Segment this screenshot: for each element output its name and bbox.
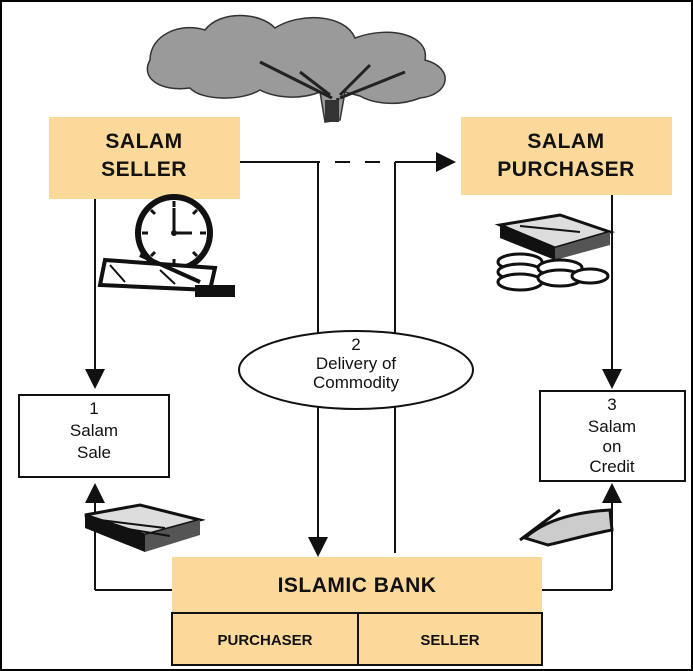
step3-line1: Salam: [588, 417, 636, 436]
step3-number: 3: [607, 395, 616, 414]
step1-line2: Sale: [77, 443, 111, 462]
bank-title: ISLAMIC BANK: [278, 574, 437, 597]
purchaser-line1: SALAM: [527, 130, 604, 153]
hand-writing-icon: [519, 508, 614, 547]
tree-icon: [146, 14, 446, 123]
step2-number: 2: [351, 335, 360, 354]
bank-role-purchaser: PURCHASER: [217, 632, 312, 649]
purchaser-line2: PURCHASER: [497, 158, 635, 181]
cash-bundle-icon: [84, 503, 206, 552]
seller-line2: SELLER: [101, 158, 187, 181]
bank-role-seller: SELLER: [420, 632, 479, 649]
step3-line2: on: [603, 437, 622, 456]
step1-line1: Salam: [70, 421, 118, 440]
islamic-bank-box: ISLAMIC BANK PURCHASER SELLER: [171, 557, 543, 666]
coins-icon: [496, 252, 610, 292]
salam-purchaser-box: SALAM PURCHASER: [461, 117, 672, 195]
step2-line2: Commodity: [313, 373, 399, 392]
step1-number: 1: [89, 399, 98, 418]
cash-stack-icon: [494, 213, 615, 260]
step2-line1: Delivery of: [316, 354, 397, 373]
step2-delivery-ellipse: 2 Delivery of Commodity: [238, 330, 474, 410]
seller-line1: SALAM: [105, 130, 182, 153]
step3-line3: Credit: [589, 457, 635, 476]
step3-salam-credit-box: 3 Salam on Credit: [539, 390, 686, 482]
salam-seller-box: SALAM SELLER: [49, 117, 240, 199]
clock-icon: [135, 194, 213, 272]
step1-salam-sale-box: 1 Salam Sale: [18, 394, 170, 478]
notebook-pen-icon: [97, 253, 235, 297]
